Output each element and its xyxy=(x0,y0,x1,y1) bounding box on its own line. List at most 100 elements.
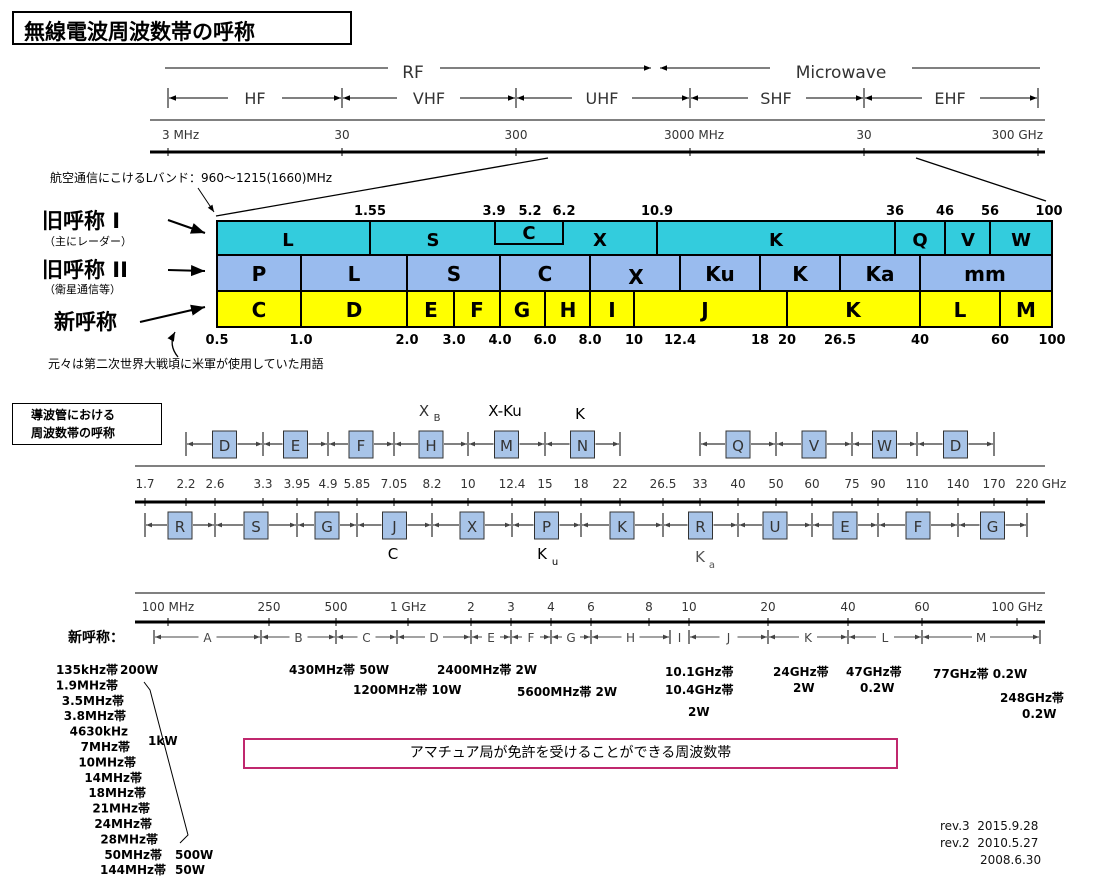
wg-upper-band-box xyxy=(348,430,374,459)
wg-upper-band-label: Q xyxy=(732,437,744,455)
wg-note-ka-sub: a xyxy=(709,560,715,571)
wg-lower-band-box xyxy=(980,511,1005,540)
old2-band-s: S xyxy=(447,262,461,286)
old2-row: P L S C X Ku K Ka mm xyxy=(216,254,1053,292)
lband-note: 航空通信にこけるLバンド：960〜1215(1660)MHz xyxy=(50,170,332,185)
wg-lower-band-label: J xyxy=(391,518,396,536)
label-new: 新呼称 xyxy=(54,310,117,334)
wg-lower-band-box xyxy=(762,511,788,540)
ns-tick: 250 xyxy=(258,600,281,614)
wg-note-xku: X-Ku xyxy=(488,402,522,420)
wg-tick: 4.9 xyxy=(318,477,337,491)
ham-band: 135kHz帯 xyxy=(56,662,118,677)
wg-lower-band-label: G xyxy=(987,518,999,536)
top-tick: 3 MHz xyxy=(162,128,199,142)
wg-upper-band-label: D xyxy=(950,437,962,455)
new-row-ticks: 0.5 1.0 2.0 3.0 4.0 6.0 8.0 10 12.4 18 2… xyxy=(205,333,1065,348)
amateur-legend-label: アマチュア局が免許を受けることができる周波数帯 xyxy=(409,745,732,761)
new-tick: 10 xyxy=(625,333,643,348)
old1-row: L S C X K Q V W xyxy=(216,220,1053,256)
ham-item: 24GHz帯 xyxy=(773,664,829,679)
old1-band-s: S xyxy=(427,230,440,251)
wg-lower-band-box xyxy=(382,511,407,540)
wg-tick: 40 xyxy=(730,477,745,491)
new-tick: 6.0 xyxy=(533,333,556,348)
ns-tick: 500 xyxy=(325,600,348,614)
ham-band: 1.9MHz帯 xyxy=(56,677,118,692)
ns-band: I xyxy=(678,631,682,645)
wg-upper-band-box xyxy=(943,430,968,459)
wg-tick: 170 xyxy=(983,477,1006,491)
ham-item: 1200MHz帯 10W xyxy=(353,682,461,697)
new-band-k: K xyxy=(845,298,862,322)
ham-band: 144MHz帯 xyxy=(100,862,166,877)
ham-item: 430MHz帯 50W xyxy=(289,662,389,677)
ns-band: M xyxy=(976,631,986,645)
old1-tick: 56 xyxy=(981,204,999,219)
old2-row-bg xyxy=(216,254,1053,292)
ns-tick: 40 xyxy=(840,600,855,614)
old2-band-ku: Ku xyxy=(705,262,734,286)
wg-tick: 12.4 xyxy=(499,477,526,491)
old2-band-k: K xyxy=(792,262,809,286)
wg-tick: 75 xyxy=(844,477,859,491)
new-scale-label: 新呼称： xyxy=(68,629,124,646)
top-tick: 3000 MHz xyxy=(664,128,724,142)
power-500w: 500W xyxy=(175,848,213,862)
new-tick: 18 xyxy=(751,333,769,348)
wg-upper-band-label: E xyxy=(291,437,300,455)
wg-note-ku-sub: u xyxy=(552,557,558,568)
old2-band-l: L xyxy=(348,262,361,286)
wg-tick: 50 xyxy=(768,477,783,491)
new-band-g: G xyxy=(514,298,530,322)
wg-tick: 3.3 xyxy=(253,477,272,491)
wg-upper-band-label: D xyxy=(219,437,231,455)
wg-lower-band-box xyxy=(167,511,193,540)
wg-lower-band-label: G xyxy=(321,518,333,536)
ham-band: 18MHz帯 xyxy=(88,785,146,800)
old2-band-ka: Ka xyxy=(866,262,895,286)
wg-lower-band-label: R xyxy=(695,518,705,536)
top-scale: RF Microwave HF VHF UHF SHF EHF xyxy=(150,63,1047,217)
wg-note-c: C xyxy=(388,545,398,563)
old1-row-ticks: 1.55 3.9 5.2 6.2 10.9 36 46 56 100 xyxy=(354,204,1063,219)
top-tick: 30 xyxy=(334,128,349,142)
old1-row-bg xyxy=(216,220,1053,256)
waveguide-notes: X B X-Ku K xyxy=(419,402,586,424)
new-tick: 0.5 xyxy=(205,333,228,348)
amateur-legend-box: アマチュア局が免許を受けることができる周波数帯 xyxy=(243,738,898,769)
wg-tick: 3.95 xyxy=(284,477,311,491)
ham-band: 21MHz帯 xyxy=(92,801,150,816)
ns-tick: 60 xyxy=(914,600,929,614)
wg-upper-band-label: H xyxy=(425,437,436,455)
old1-tick: 46 xyxy=(936,204,954,219)
wg-tick: 22 xyxy=(612,477,627,491)
wg-lower-band-box xyxy=(609,511,635,540)
band-vhf: VHF xyxy=(413,89,445,108)
wg-upper-band-box xyxy=(725,430,751,459)
ham-item: 0.2W xyxy=(1022,707,1057,721)
new-band-i: I xyxy=(608,298,615,322)
new-row: C D E F G H I J K L M xyxy=(216,290,1053,328)
wg-lower-band-box xyxy=(243,511,269,540)
ham-item: 2400MHz帯 2W xyxy=(437,662,537,677)
new-tick: 3.0 xyxy=(442,333,465,348)
wg-lower-band-label: P xyxy=(542,518,551,536)
label-old2-sub: （衛星通信等） xyxy=(44,282,121,296)
wg-lower-band-box xyxy=(534,511,559,540)
new-tick: 40 xyxy=(911,333,929,348)
old2-band-p: P xyxy=(252,262,267,286)
ham-item: 47GHz帯 xyxy=(846,664,902,679)
wg-lower-band-label: S xyxy=(251,518,261,536)
old1-tick: 6.2 xyxy=(552,204,575,219)
amateur-items: 430MHz帯 50W 1200MHz帯 10W 2400MHz帯 2W 560… xyxy=(289,662,1064,721)
ns-tick: 100 GHz xyxy=(991,600,1042,614)
new-band-e: E xyxy=(424,298,438,322)
power-50w: 50W xyxy=(175,863,205,877)
old2-band-mm: mm xyxy=(964,262,1006,286)
new-band-c: C xyxy=(252,298,267,322)
